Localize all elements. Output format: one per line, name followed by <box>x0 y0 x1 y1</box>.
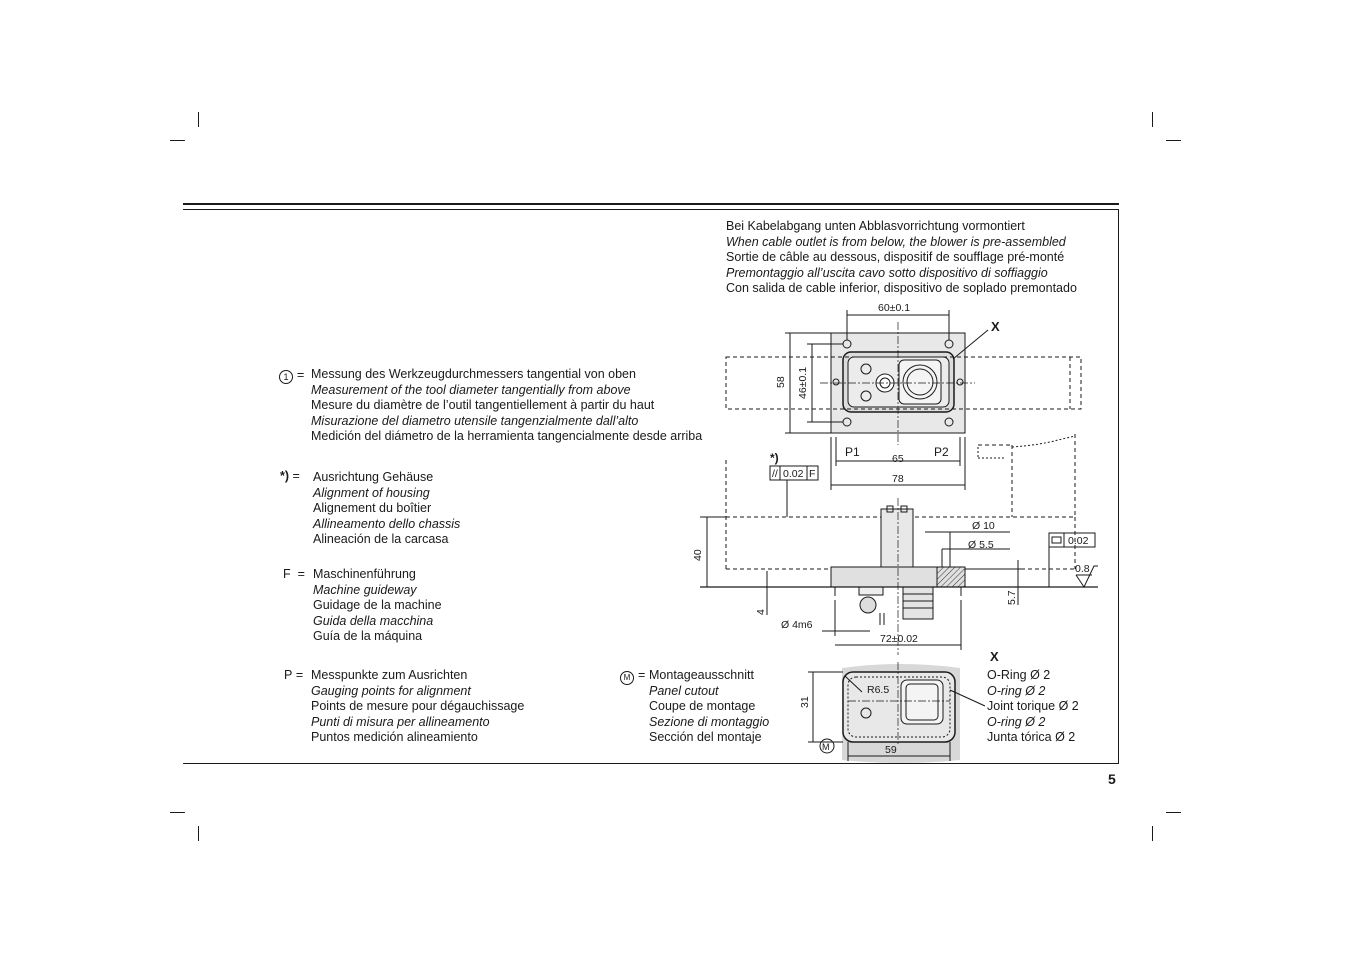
page-number: 5 <box>1108 771 1116 787</box>
legend-m: Montageausschnitt Panel cutout Coupe de … <box>649 668 769 746</box>
legend-m-it: Sezione di montaggio <box>649 714 770 729</box>
oring-note: O-Ring Ø 2 O-ring Ø 2 Joint torique Ø 2 … <box>987 668 1079 746</box>
legend-p-symbol: P <box>284 668 293 682</box>
circled-m-icon: M <box>620 671 634 685</box>
legend-p-marker: P = <box>284 668 303 684</box>
dim-40: 40 <box>692 549 704 561</box>
legend-f-en: Machine guideway <box>313 582 417 597</box>
dim-58: 58 <box>775 376 787 388</box>
legend-1-de: Messung des Werkzeugdurchmessers tangent… <box>311 367 636 381</box>
legend-1-fr: Mesure du diamètre de l’outil tangentiel… <box>311 398 655 412</box>
cable-note-it: Premontaggio all’uscita cavo sotto dispo… <box>726 265 1048 280</box>
crop-mark <box>1152 826 1153 841</box>
dim-31: 31 <box>799 696 811 708</box>
legend-m-en: Panel cutout <box>649 683 719 698</box>
cable-note-es: Con salida de cable inferior, dispositiv… <box>726 281 1077 295</box>
legend-1-en: Measurement of the tool diameter tangent… <box>311 382 631 397</box>
dim-d55: Ø 5.5 <box>968 539 994 551</box>
legend-m-es: Sección del montaje <box>649 730 762 744</box>
legend-star: Ausrichtung Gehäuse Alignment of housing… <box>313 470 460 548</box>
legend-star-marker: *) = <box>280 469 300 485</box>
tol-value: 0.02 <box>783 468 804 480</box>
legend-p-it: Punti di misura per allineamento <box>311 714 490 729</box>
oring-fr: Joint torique Ø 2 <box>987 699 1079 713</box>
legend-m-fr: Coupe de montage <box>649 699 756 713</box>
tol-datum: F <box>809 468 815 480</box>
legend-star-de: Ausrichtung Gehäuse <box>313 470 434 484</box>
legend-star-es: Alineación de la carcasa <box>313 532 449 546</box>
label-p1: P1 <box>845 445 860 459</box>
legend-p-equals: = <box>295 668 304 682</box>
footer-rule <box>183 763 1119 764</box>
oring-es: Junta tórica Ø 2 <box>987 730 1076 744</box>
legend-1: Messung des Werkzeugdurchmessers tangent… <box>311 367 702 445</box>
header-rule-thin <box>183 209 1119 210</box>
dim-78: 78 <box>892 473 904 485</box>
legend-p-en: Gauging points for alignment <box>311 683 471 698</box>
oring-en: O-ring Ø 2 <box>987 683 1046 698</box>
crop-mark <box>198 112 199 127</box>
legend-f-de: Maschinenführung <box>313 567 416 581</box>
legend-star-fr: Alignement du boîtier <box>313 501 432 515</box>
legend-m-equals: = <box>638 668 646 682</box>
crop-mark <box>1166 812 1181 813</box>
legend-1-marker: 1= <box>279 368 304 384</box>
dim-72: 72±0.02 <box>880 633 918 645</box>
cable-note: Bei Kabelabgang unten Abblasvorrichtung … <box>726 219 1077 297</box>
crop-mark <box>1166 140 1181 141</box>
label-x-top: X <box>991 319 1000 334</box>
legend-m-de: Montageausschnitt <box>649 668 754 682</box>
header-rule <box>183 203 1119 205</box>
dim-d4m6: Ø 4m6 <box>781 619 813 631</box>
dim-59: 59 <box>885 744 897 756</box>
legend-p-es: Puntos medición alineamiento <box>311 730 478 744</box>
legend-f-it: Guida della macchina <box>313 613 434 628</box>
legend-1-equals: = <box>297 368 305 382</box>
legend-star-symbol: *) <box>280 469 290 483</box>
legend-star-en: Alignment of housing <box>313 485 430 500</box>
dim-57: 5.7 <box>1006 590 1018 605</box>
legend-f-marker: F = <box>283 567 305 583</box>
dim-d10: Ø 10 <box>972 520 995 532</box>
legend-f-fr: Guidage de la machine <box>313 598 442 612</box>
star-label: *) <box>770 451 779 465</box>
dim-r65: R6.5 <box>867 684 889 696</box>
side-view-body <box>880 508 914 568</box>
flatness-value: 0.02 <box>1068 535 1089 547</box>
cable-note-fr: Sortie de câble au dessous, dispositif d… <box>726 250 1065 264</box>
label-x-bottom: X <box>990 649 999 664</box>
crop-mark <box>1152 112 1153 127</box>
label-m-circle: M <box>822 742 830 752</box>
crop-mark <box>170 140 185 141</box>
legend-1-es: Medición del diámetro de la herramienta … <box>311 429 703 443</box>
cable-note-de: Bei Kabelabgang unten Abblasvorrichtung … <box>726 219 1025 233</box>
legend-p: Messpunkte zum Ausrichten Gauging points… <box>311 668 524 746</box>
legend-p-fr: Points de mesure pour dégauchissage <box>311 699 525 713</box>
circled-number-icon: 1 <box>279 370 293 384</box>
dim-60: 60±0.1 <box>878 302 910 314</box>
tol-parallel-symbol: // <box>772 468 778 480</box>
oring-it: O-ring Ø 2 <box>987 714 1046 729</box>
legend-p-de: Messpunkte zum Ausrichten <box>311 668 468 682</box>
label-p2: P2 <box>934 445 949 459</box>
roughness-value: 0.8 <box>1075 563 1090 575</box>
dim-4: 4 <box>755 609 767 615</box>
dim-65: 65 <box>892 453 904 465</box>
legend-f-equals: = <box>297 567 305 581</box>
crop-mark <box>170 812 185 813</box>
dim-46: 46±0.1 <box>797 367 809 399</box>
legend-f-symbol: F <box>283 567 291 581</box>
legend-1-it: Misurazione del diametro utensile tangen… <box>311 413 639 428</box>
frame-right-rule <box>1118 209 1119 764</box>
legend-star-it: Allineamento dello chassis <box>313 516 461 531</box>
oring-de: O-Ring Ø 2 <box>987 668 1051 682</box>
legend-f: Maschinenführung Machine guideway Guidag… <box>313 567 442 645</box>
legend-star-equals: = <box>292 469 300 483</box>
crop-mark <box>198 826 199 841</box>
legend-m-marker: M= <box>620 668 645 685</box>
cable-note-en: When cable outlet is from below, the blo… <box>726 234 1066 249</box>
legend-f-es: Guía de la máquina <box>313 629 423 643</box>
